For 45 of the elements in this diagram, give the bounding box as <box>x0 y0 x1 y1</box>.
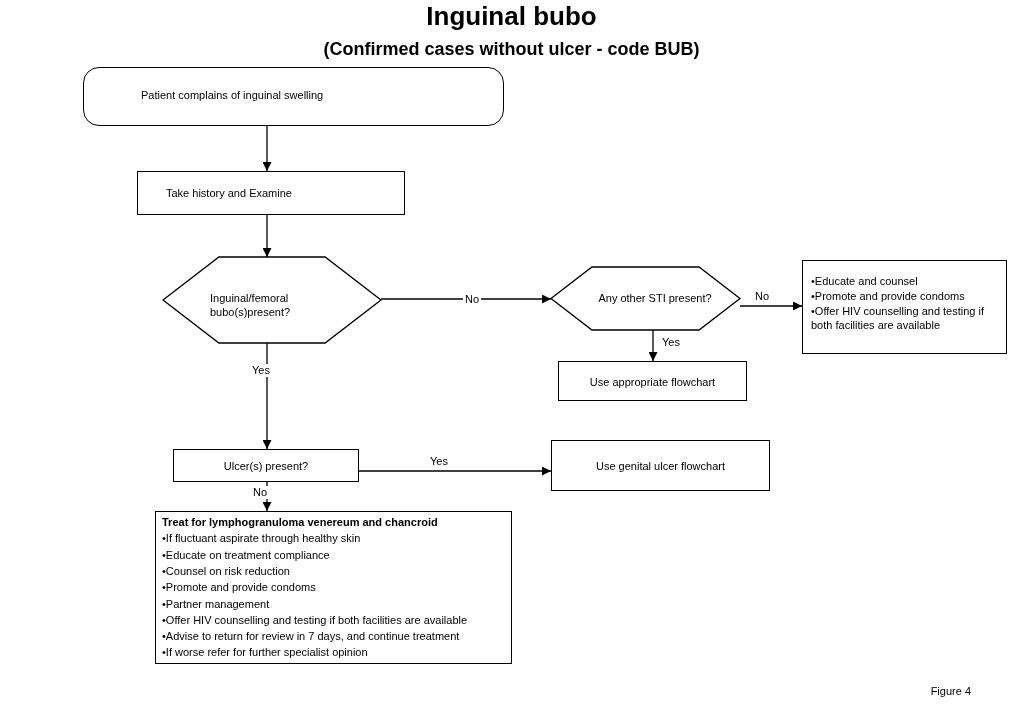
process-box <box>137 171 405 215</box>
edge-label: No <box>753 290 772 303</box>
arrow <box>262 125 272 172</box>
edge-label: Yes <box>250 364 272 377</box>
bullet-item: •Promote and provide condoms <box>162 580 317 595</box>
arrow <box>380 294 552 304</box>
bullet-item: •Partner management <box>162 596 271 611</box>
bullet-item: •Counsel on risk reduction <box>162 563 291 578</box>
edge-label: Yes <box>428 455 450 468</box>
process-box <box>155 511 512 664</box>
bullet-item: •Educate on treatment compliance <box>162 547 331 562</box>
decision-hexagon <box>551 267 740 330</box>
node-text: Patient complains of inguinal swelling <box>141 88 325 102</box>
process-box <box>551 440 770 491</box>
bullet-item: •Promote and provide condoms <box>811 289 966 303</box>
arrow <box>739 301 803 311</box>
box-heading: Treat for lymphogranuloma venereum and chancroid <box>162 515 439 529</box>
edge-label: No <box>463 293 482 306</box>
node-text: Use appropriate flowchart <box>588 375 717 389</box>
bullet-item: •Educate and counsel <box>811 274 919 288</box>
decision-hexagon <box>163 257 381 343</box>
arrow <box>262 342 272 450</box>
process-box <box>802 260 1007 354</box>
bullet-item: •Advise to return for review in 7 days, and continue treatment <box>162 629 461 644</box>
start-box <box>83 67 504 126</box>
bullet-item: •Offer HIV counselling and testing if both facilities are available <box>162 612 469 627</box>
node-text: Take history and Examine <box>166 186 293 200</box>
bullet-item: •Offer HIV counselling and testing if both facilities are available <box>811 304 986 332</box>
figure-caption: Figure 4 <box>930 685 971 697</box>
node-text: Any other STI present? <box>597 291 713 305</box>
node-text: Use genital ulcer flowchart <box>595 459 726 473</box>
node-text: Inguinal/femoral bubo(s)present? <box>210 291 292 319</box>
bullet-item: •If fluctuant aspirate through healthy skin <box>162 531 362 546</box>
bullet-item: •If worse refer for further specialist opinion <box>162 645 369 660</box>
node-text: Ulcer(s) present? <box>222 459 310 473</box>
process-box <box>173 449 359 482</box>
edge-label: Yes <box>660 336 682 349</box>
arrow <box>262 481 272 512</box>
arrow <box>358 466 552 476</box>
arrow <box>648 329 658 362</box>
process-box <box>558 361 747 401</box>
arrow <box>262 214 272 258</box>
edge-label: No <box>251 486 270 499</box>
subtitle: (Confirmed cases without ulcer - code BUB) <box>322 38 701 60</box>
diagram-title: Inguinal bubo <box>425 0 598 32</box>
